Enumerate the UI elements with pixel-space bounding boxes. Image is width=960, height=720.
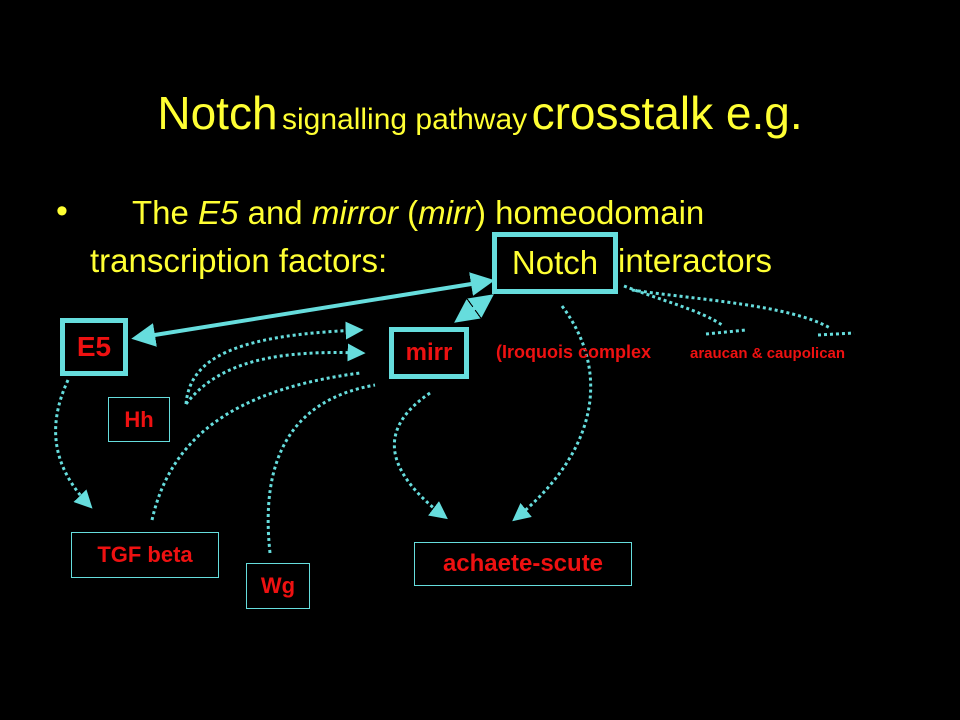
bullet-text-e5: E5 [198, 194, 239, 231]
bullet-text-mirror: mirror [311, 194, 398, 231]
arrow-hh-mirr-1 [184, 321, 364, 405]
node-mirr: mirr [389, 327, 469, 379]
title-word-crosstalk: crosstalk e.g. [531, 87, 803, 139]
iroquois-genes-label: araucan & caupolican [690, 345, 846, 362]
bullet-text-notch: Notch [511, 244, 599, 281]
node-tgf-beta: TGF beta [71, 532, 219, 578]
inhibit-bar-araucan [705, 328, 747, 336]
inhibit-notch-caupolican [631, 288, 831, 330]
arrow-wg-mirr [266, 383, 376, 554]
arrow-notch-mirr [454, 294, 494, 323]
iroquois-complex-label: (Iroquois complex [496, 342, 652, 362]
bullet-symbol: • [56, 192, 68, 230]
inhibit-notch-araucan [623, 284, 723, 327]
arrow-tgf-mirr [150, 371, 361, 521]
arrow-e5-tgf [54, 379, 93, 509]
bullet-text-and: and [238, 194, 312, 231]
node-wg: Wg [246, 563, 310, 609]
node-e5: E5 [60, 318, 128, 376]
inhibit-bar-caupolican [817, 331, 855, 337]
title-word-notch: Notch [157, 87, 278, 139]
slide-title: Notch signalling pathway crosstalk e.g. [0, 86, 960, 140]
arrow-mirr-as [392, 391, 448, 520]
arrow-notch-e5 [131, 272, 495, 347]
bullet-text-mirr: mirr [418, 194, 475, 231]
node-notch: Notch [492, 232, 618, 294]
bullet-text-interactors: interactors [618, 242, 773, 279]
bullet-text-homeodomain: ) homeodomain [474, 194, 705, 231]
arrow-hh-mirr-2 [184, 343, 366, 405]
node-hh: Hh [108, 397, 170, 442]
arrow-notch-as [512, 305, 593, 522]
bullet-text-paren: ( [397, 194, 419, 231]
bullet-line-1: The E5 and mirror (mirr) homeodomain [132, 194, 704, 232]
node-achaete-scute: achaete-scute [414, 542, 632, 586]
bullet-text-the: The [132, 194, 199, 231]
title-middle: signalling pathway [282, 103, 528, 136]
